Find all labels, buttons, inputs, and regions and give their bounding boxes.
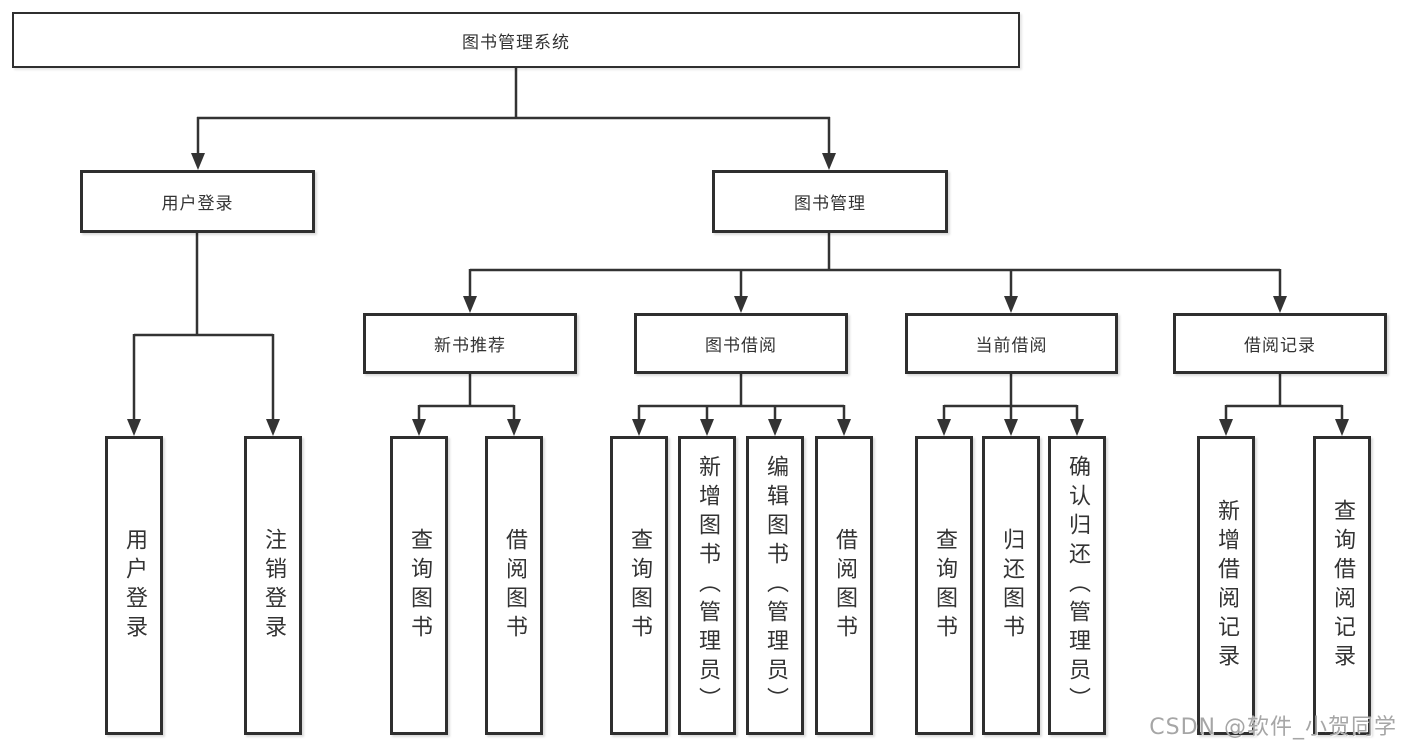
leaf-current-query-books-label: 查询图书 xyxy=(932,527,957,644)
csdn-watermark: CSDN @软件_小贺同学 xyxy=(1149,715,1397,740)
leaf-current-return-books-label: 归还图书 xyxy=(999,527,1024,644)
leaf-logout: 注销登录 xyxy=(244,436,302,735)
node-current-borrow-label: 当前借阅 xyxy=(975,336,1048,356)
leaf-borrow-add-books-admin-label: 新增图书（管理员） xyxy=(695,455,720,716)
leaf-records-query-record-label: 查询借阅记录 xyxy=(1330,498,1355,673)
leaf-current-query-books: 查询图书 xyxy=(915,436,973,735)
leaf-borrow-query-books-label: 查询图书 xyxy=(627,527,652,644)
node-book-borrow-label: 图书借阅 xyxy=(705,336,777,356)
node-current-borrow: 当前借阅 xyxy=(905,313,1118,374)
leaf-records-query-record: 查询借阅记录 xyxy=(1313,436,1371,735)
leaf-borrow-add-books-admin: 新增图书（管理员） xyxy=(678,436,736,735)
node-book-borrow: 图书借阅 xyxy=(634,313,848,374)
node-new-book-recommend: 新书推荐 xyxy=(363,313,577,374)
node-book-management-label: 图书管理 xyxy=(794,194,866,214)
leaf-newbooks-borrow-books-label: 借阅图书 xyxy=(502,527,527,644)
connector-borrow-records-to-leaves xyxy=(1219,374,1349,436)
leaf-current-confirm-return-admin-label: 确认归还（管理员） xyxy=(1065,455,1090,716)
node-root-label: 图书管理系统 xyxy=(462,32,570,53)
leaf-newbooks-borrow-books: 借阅图书 xyxy=(485,436,543,735)
leaf-records-add-record-label: 新增借阅记录 xyxy=(1214,498,1239,673)
leaf-user-login-label: 用户登录 xyxy=(122,527,147,644)
leaf-current-confirm-return-admin: 确认归还（管理员） xyxy=(1048,436,1106,735)
leaf-records-add-record: 新增借阅记录 xyxy=(1197,436,1255,735)
leaf-borrow-borrow-books-label: 借阅图书 xyxy=(832,527,857,644)
leaf-borrow-edit-books-admin-label: 编辑图书（管理员） xyxy=(763,455,788,716)
node-new-book-recommend-label: 新书推荐 xyxy=(434,336,506,356)
connector-current-borrow-to-leaves xyxy=(937,374,1084,436)
leaf-logout-label: 注销登录 xyxy=(261,527,286,644)
node-user-login-label: 用户登录 xyxy=(161,194,234,214)
leaf-borrow-query-books: 查询图书 xyxy=(610,436,668,735)
connector-book-mgmt-to-level3 xyxy=(463,233,1287,313)
node-user-login: 用户登录 xyxy=(80,170,315,233)
leaf-borrow-borrow-books: 借阅图书 xyxy=(815,436,873,735)
node-borrow-records: 借阅记录 xyxy=(1173,313,1387,374)
connector-root-to-level2 xyxy=(191,68,836,170)
leaf-current-return-books: 归还图书 xyxy=(982,436,1040,735)
leaf-borrow-edit-books-admin: 编辑图书（管理员） xyxy=(746,436,804,735)
connector-new-books-to-leaves xyxy=(412,374,521,436)
node-root-system: 图书管理系统 xyxy=(12,12,1020,68)
connector-book-borrow-to-leaves xyxy=(632,374,851,436)
leaf-newbooks-query-books-label: 查询图书 xyxy=(407,527,432,644)
leaf-user-login: 用户登录 xyxy=(105,436,163,735)
connector-user-login-to-leaves xyxy=(127,233,280,436)
node-borrow-records-label: 借阅记录 xyxy=(1244,336,1316,356)
node-book-management: 图书管理 xyxy=(712,170,948,233)
leaf-newbooks-query-books: 查询图书 xyxy=(390,436,448,735)
